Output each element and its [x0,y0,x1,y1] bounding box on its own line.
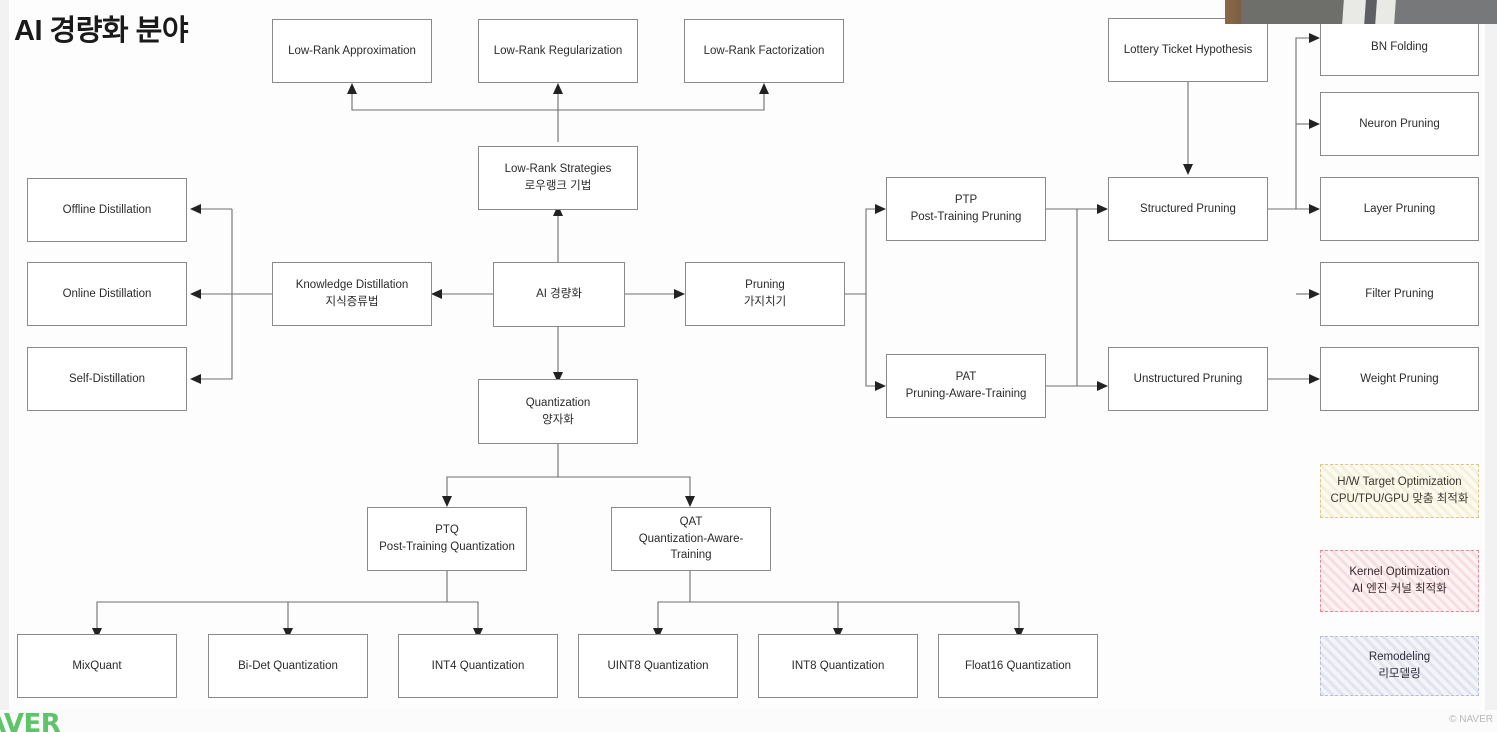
node-pruning[interactable]: Pruning 가지치기 [685,262,845,326]
node-self-distillation[interactable]: Self-Distillation [27,347,187,411]
node-label-line2: 지식증류법 [325,296,379,308]
node-label-line1: QAT [679,515,703,528]
node-weight-pruning[interactable]: Weight Pruning [1320,347,1479,411]
node-int4-quantization[interactable]: INT4 Quantization [398,634,558,698]
node-label: MixQuant [72,659,122,672]
node-structured-pruning[interactable]: Structured Pruning [1108,177,1268,241]
node-mixquant[interactable]: MixQuant [17,634,177,698]
node-label: Lottery Ticket Hypothesis [1123,43,1253,56]
node-knowledge-distillation[interactable]: Knowledge Distillation 지식증류법 [272,262,432,326]
node-label-line2: 로우랭크 기법 [524,180,592,192]
node-label-line1: Low-Rank Strategies [504,163,612,176]
node-label-line3: Training [670,549,712,562]
node-label: Offline Distillation [62,203,152,216]
node-quantization[interactable]: Quantization 양자화 [478,379,638,444]
naver-logo: AVER [0,709,61,732]
node-low-rank-strategies[interactable]: Low-Rank Strategies 로우랭크 기법 [478,146,638,210]
legend-label-line1: Remodeling [1368,650,1431,663]
node-label-line1: PTP [954,194,978,207]
node-label: Bi-Det Quantization [238,659,338,672]
legend-kernel-optimization[interactable]: Kernel Optimization AI 엔진 커널 최적화 [1320,550,1479,612]
node-pat-pruning-aware-training[interactable]: PAT Pruning-Aware-Training [886,354,1046,418]
node-int8-quantization[interactable]: INT8 Quantization [758,634,918,698]
node-label-line2: 양자화 [542,413,574,426]
presenter-suit-right [1385,0,1497,24]
legend-hw-target-optimization[interactable]: H/W Target Optimization CPU/TPU/GPU 맞춤 최… [1320,464,1479,518]
legend-label-line1: H/W Target Optimization [1337,475,1462,488]
node-label: Self-Distillation [68,372,146,385]
node-filter-pruning[interactable]: Filter Pruning [1320,262,1479,326]
node-low-rank-factorization[interactable]: Low-Rank Factorization [684,19,844,83]
node-label: Layer Pruning [1363,202,1436,215]
node-label: UINT8 Quantization [607,659,709,672]
node-label: Low-Rank Regularization [493,44,623,57]
node-label: Float16 Quantization [964,659,1072,672]
legend-label-line2: AI 엔진 커널 최적화 [1352,583,1447,595]
legend-label-line1: Kernel Optimization [1349,565,1450,578]
node-label-line1: Pruning [745,279,785,292]
node-qat-quantization-aware-training[interactable]: QAT Quantization-Aware- Training [611,507,771,571]
node-label-line2: Pruning-Aware-Training [905,388,1027,400]
node-label-line1: PTQ [435,524,459,537]
legend-remodeling[interactable]: Remodeling 리모델링 [1320,636,1479,696]
node-label: Weight Pruning [1360,372,1439,385]
node-ai-lightweight-root[interactable]: AI 경량화 [493,262,625,327]
node-label-line1: PAT [955,371,977,384]
node-online-distillation[interactable]: Online Distillation [27,262,187,326]
legend-label-line2: CPU/TPU/GPU 맞춤 최적화 [1330,493,1469,505]
presenter-tie [1363,0,1378,24]
node-label: INT4 Quantization [431,659,525,672]
node-bn-folding[interactable]: BN Folding [1320,19,1479,76]
slide-right-edge-band [1485,0,1497,710]
node-label: Neuron Pruning [1359,117,1440,130]
node-offline-distillation[interactable]: Offline Distillation [27,178,187,242]
node-neuron-pruning[interactable]: Neuron Pruning [1320,92,1479,156]
legend-label-line2: 리모델링 [1378,668,1421,680]
node-ptp-post-training-pruning[interactable]: PTP Post-Training Pruning [886,177,1046,241]
node-layer-pruning[interactable]: Layer Pruning [1320,177,1479,241]
node-low-rank-approximation[interactable]: Low-Rank Approximation [272,19,432,83]
node-label-line2: Quantization-Aware- [638,532,744,545]
node-label: Online Distillation [62,287,152,300]
copyright-text: © NAVER [1449,714,1493,725]
slide-left-edge-band [0,0,9,710]
node-label: Filter Pruning [1365,287,1434,300]
node-label: AI 경량화 [536,288,582,301]
node-label-line2: 가지치기 [743,296,787,308]
footer-bar [0,710,1497,732]
node-unstructured-pruning[interactable]: Unstructured Pruning [1108,347,1268,411]
node-uint8-quantization[interactable]: UINT8 Quantization [578,634,738,698]
page-title: AI 경량화 분야 [14,15,189,47]
node-label: Low-Rank Approximation [288,44,416,57]
node-label: INT8 Quantization [791,659,885,672]
connector-layer [92,33,1320,639]
node-label-line1: Knowledge Distillation [295,279,409,292]
node-label-line2: Post-Training Quantization [379,541,515,553]
node-lottery-ticket-hypothesis[interactable]: Lottery Ticket Hypothesis [1108,18,1268,82]
node-float16-quantization[interactable]: Float16 Quantization [938,634,1098,698]
node-bidet-quantization[interactable]: Bi-Det Quantization [208,634,368,698]
node-label: BN Folding [1371,41,1428,54]
node-label-line1: Quantization [525,396,591,409]
node-label: Low-Rank Factorization [703,44,825,57]
node-label: Structured Pruning [1140,202,1236,215]
node-ptq-post-training-quantization[interactable]: PTQ Post-Training Quantization [367,507,527,571]
node-label-line2: Post-Training Pruning [910,211,1022,223]
node-low-rank-regularization[interactable]: Low-Rank Regularization [478,19,638,83]
node-label: Unstructured Pruning [1133,372,1243,385]
presenter-video-overlay[interactable] [1225,0,1497,24]
